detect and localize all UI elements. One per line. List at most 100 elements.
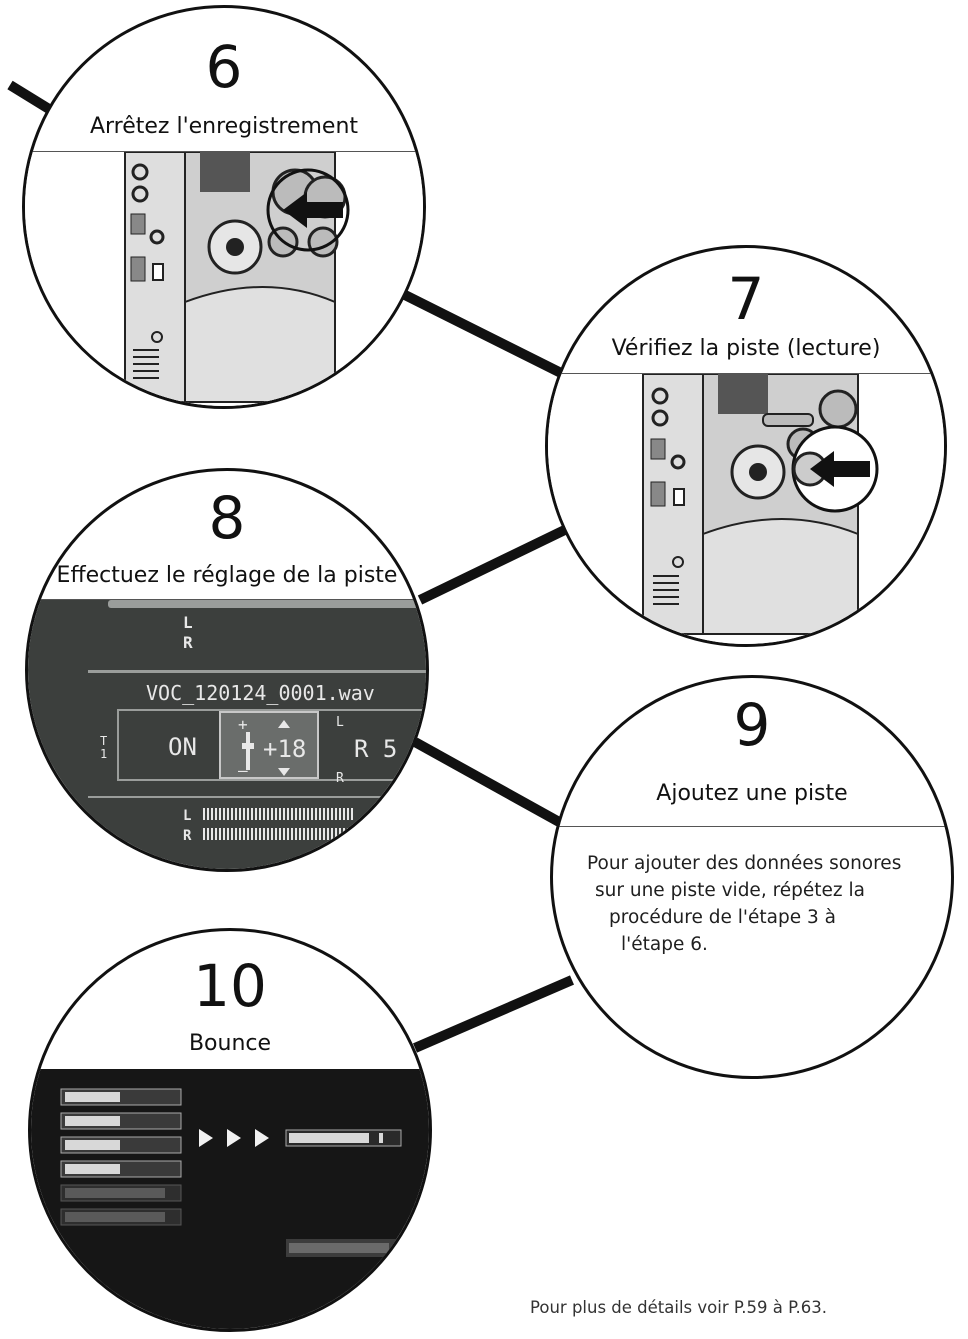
meter-segment [223, 808, 225, 820]
step-title: Ajoutez une piste [656, 781, 848, 806]
step-9-instructions: Pour ajouter des données sonores sur une… [585, 850, 901, 958]
meter-segment [339, 828, 341, 840]
channel-l-label: L [183, 613, 193, 632]
pan-l-label: L [336, 715, 344, 730]
meter-segment [303, 828, 305, 840]
meter-segment [263, 828, 265, 840]
meter-segment [259, 808, 261, 820]
meter-segment [271, 808, 273, 820]
minus-sign: – [238, 761, 248, 780]
meter-segment [263, 808, 265, 820]
meter-segment [215, 828, 217, 840]
meter-segment [227, 828, 229, 840]
source-track-level [65, 1164, 120, 1174]
up-triangle-icon [278, 720, 290, 728]
meter-segment [239, 808, 241, 820]
step-8-circle: 8 Effectuez le réglage de la piste L R V… [25, 468, 429, 872]
meter-segment [327, 828, 329, 840]
source-track-level [65, 1092, 120, 1102]
meter-segment [291, 828, 293, 840]
meter-segment [311, 808, 313, 820]
meter-segment [307, 828, 309, 840]
meter-segment [335, 808, 337, 820]
connector-line-6-7 [402, 290, 578, 385]
step-number: 10 [193, 952, 267, 1020]
body-line: Pour ajouter des données sonores [587, 853, 902, 874]
meter-segment [331, 808, 333, 820]
step-title: Arrêtez l'enregistrement [89, 114, 359, 139]
meter-segment [351, 828, 353, 840]
meter-segment [219, 808, 221, 820]
meter-segment [339, 808, 341, 820]
meter-segment [255, 808, 257, 820]
play-triangle-icon [227, 1129, 241, 1147]
meter-segment [235, 808, 237, 820]
meter-segment [315, 828, 317, 840]
meter-segment [275, 828, 277, 840]
meter-segment [295, 808, 297, 820]
meter-segment [323, 828, 325, 840]
body-line: procédure de l'étape 3 à [609, 907, 836, 928]
divider [553, 826, 951, 827]
meter-segment [211, 828, 213, 840]
step-9-circle: 9 Ajoutez une piste Pour ajouter des don… [550, 675, 954, 1079]
meter-segment [267, 828, 269, 840]
filename: VOC_120124_0001.wav [146, 681, 375, 705]
step-number: 9 [733, 691, 771, 759]
meter-segment [319, 828, 321, 840]
pan-r-label: R [336, 771, 344, 786]
step-title: Bounce [188, 1031, 272, 1056]
track-label-t: T [100, 734, 107, 748]
meter-segment [347, 808, 349, 820]
level-value: +18 [263, 735, 306, 763]
arrow-right-icon [283, 192, 343, 228]
meter-segment [287, 808, 289, 820]
meter-segment [283, 808, 285, 820]
state-label: ON [168, 733, 197, 761]
track-label-1: 1 [100, 747, 107, 761]
meter-segment [203, 808, 205, 820]
meter-segment [223, 828, 225, 840]
play-triangle-icon [255, 1129, 269, 1147]
source-track-level [65, 1212, 165, 1222]
meter-segment [299, 828, 301, 840]
meter-segment [239, 828, 241, 840]
track-adjust-screen: L R VOC_120124_0001.wav T 1 ON + – +18 L… [28, 600, 426, 869]
meter-segment [303, 808, 305, 820]
meter-segment [295, 828, 297, 840]
meter-segment [343, 828, 345, 840]
bounce-screen [31, 1069, 429, 1329]
connector-line-9-10 [413, 975, 574, 1053]
meter-segment [347, 828, 349, 840]
step-title: Effectuez le réglage de la piste [56, 563, 398, 588]
meter-segment [235, 828, 237, 840]
play-triangle-icon [199, 1129, 213, 1147]
step-7-circle: 7 Vérifiez la piste (lecture) [545, 245, 947, 647]
meter-segment [311, 828, 313, 840]
recorder-photo [25, 152, 423, 406]
body-line: sur une piste vide, répétez la [595, 880, 865, 901]
step-10-circle: 10 Bounce [28, 928, 432, 1332]
channel-r-label: R [183, 633, 193, 652]
connector-line-8-9 [412, 737, 573, 833]
meter-segment [315, 808, 317, 820]
meter-segment [231, 808, 233, 820]
footnote: Pour plus de détails voir P.59 à P.63. [530, 1298, 827, 1317]
meter-segment [351, 808, 353, 820]
meter-segment [211, 808, 213, 820]
step-title: Vérifiez la piste (lecture) [611, 336, 881, 361]
meter-segment [243, 808, 245, 820]
step-number: 8 [208, 484, 246, 552]
meter-segment [243, 828, 245, 840]
meter-segment [207, 808, 209, 820]
source-track-level [65, 1116, 120, 1126]
meter-segment [331, 828, 333, 840]
meter-segment [215, 808, 217, 820]
meter-segment [267, 808, 269, 820]
meter-segment [343, 808, 345, 820]
meter-segment [323, 808, 325, 820]
meter-segment [287, 828, 289, 840]
recorder-photo [548, 374, 944, 644]
meter-segment [203, 828, 205, 840]
meter-segment [291, 808, 293, 820]
